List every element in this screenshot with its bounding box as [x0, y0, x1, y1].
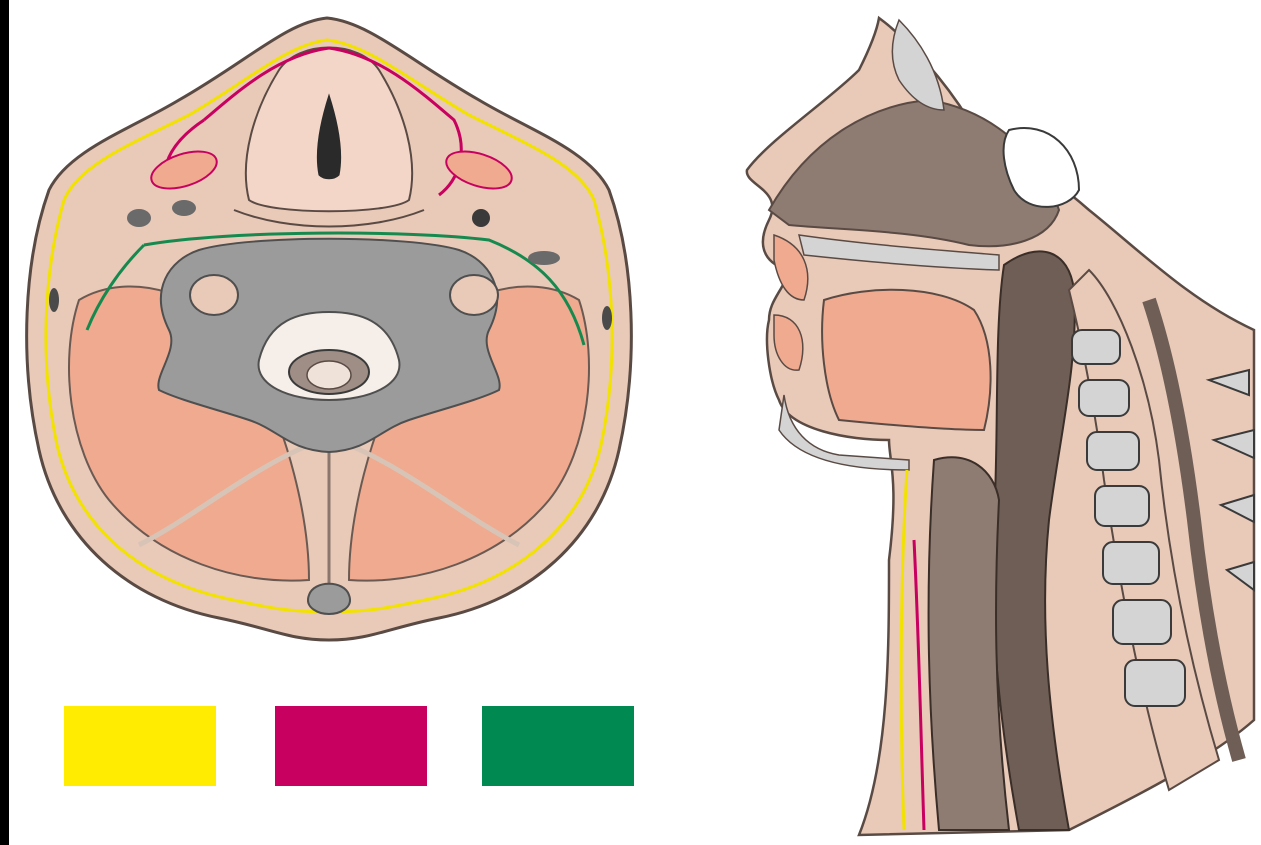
tongue: [822, 290, 990, 430]
vertebral-body-6: [1113, 600, 1171, 644]
vertebral-body-3: [1087, 432, 1139, 470]
vertebral-body-7: [1125, 660, 1185, 706]
figure-canvas: [9, 0, 1261, 845]
airway: [929, 457, 1009, 830]
head-neck-sagittal-section: [9, 0, 1261, 845]
vertebral-body-1: [1072, 330, 1120, 364]
vertebral-body-5: [1103, 542, 1159, 584]
vertebral-body-2: [1079, 380, 1129, 416]
vertebral-body-4: [1095, 486, 1149, 526]
